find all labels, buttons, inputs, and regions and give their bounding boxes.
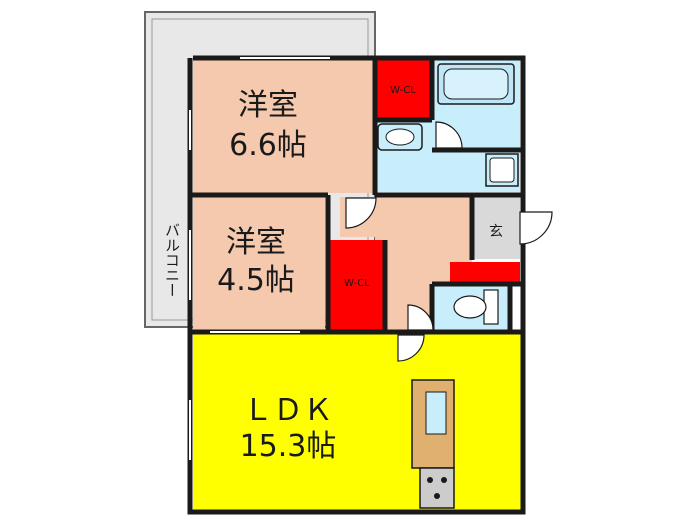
entrance [472,197,520,259]
windows [189,57,330,460]
ldk-room [193,333,521,510]
western-room-6-6-name: 洋室 [238,88,298,123]
western-room-4-5 [193,197,325,330]
kitchen-counter [411,379,455,469]
entrance-label: 玄 [489,223,503,240]
walk-in-closet-2-label: W-CL [344,278,370,289]
doors [345,121,553,362]
stove-icon [419,467,455,509]
ldk-size: 15.3帖 [240,429,337,464]
western-room-6-6 [193,60,375,193]
balcony-label: バルコニー [163,223,181,298]
shoe-closet [450,262,520,282]
washbasin-icon [377,123,423,151]
western-room-4-5-size: 4.5帖 [217,263,295,298]
walk-in-closet-1 [375,60,432,118]
toilet-icon [453,289,499,325]
walk-in-closet-2 [330,240,386,330]
walk-in-closet-1-label: W-CL [390,85,416,96]
western-room-4-5-name: 洋室 [226,225,286,260]
bathtub-icon [437,63,515,105]
ldk-name: ＬＤＫ [243,393,333,428]
western-room-6-6-size: 6.6帖 [229,128,307,163]
washing-machine-icon [485,153,519,187]
